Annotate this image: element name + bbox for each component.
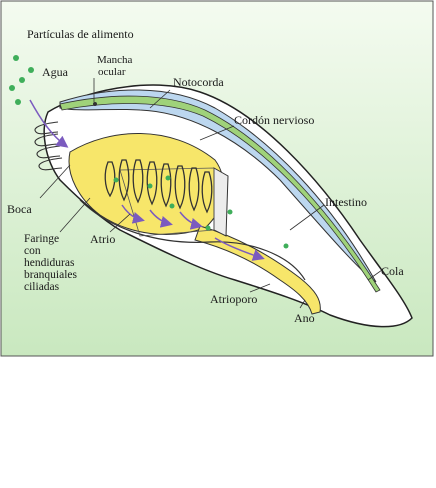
water-flow-arrows: [29, 99, 265, 261]
food-particle: [147, 183, 153, 189]
label-intestine: Intestino: [325, 195, 367, 209]
label-atriopore: Atrioporo: [210, 292, 257, 306]
gill-slit: [188, 167, 200, 212]
gill-slit: [174, 165, 186, 210]
label-nerve-cord: Cordón nervioso: [234, 113, 314, 127]
food-particle: [169, 203, 175, 209]
water-arrow: [149, 209, 173, 228]
label-pharynx-line1: Faringe: [24, 233, 59, 245]
food-particle: [13, 55, 19, 61]
gill-slit: [104, 161, 116, 198]
notochord-shape: [59, 89, 377, 283]
atrium-wall: [79, 199, 306, 281]
nerve-cord-shape: [59, 95, 381, 293]
leader-lines: [39, 78, 383, 309]
pharynx-shape: [68, 133, 225, 235]
food-particle: [283, 243, 289, 249]
water-arrow: [29, 99, 69, 148]
gill-slit: [132, 159, 144, 204]
food-particle: [227, 209, 233, 215]
label-eyespot-line2: ocular: [98, 66, 126, 78]
eyespot-mark: [93, 102, 97, 106]
label-pharynx-line2: con: [24, 245, 41, 257]
label-water: Agua: [42, 65, 69, 79]
gill-slits: [104, 159, 213, 214]
label-eyespot-line1: Mancha: [97, 54, 133, 66]
food-particle: [205, 225, 211, 231]
diagram-canvas: Partículas de alimento Agua Mancha ocula…: [0, 0, 434, 357]
label-mouth: Boca: [7, 202, 32, 216]
water-arrow: [121, 204, 145, 224]
food-particle: [15, 99, 21, 105]
water-arrow: [214, 237, 265, 261]
gill-slit: [118, 159, 130, 202]
atrium-front-plate: [213, 167, 229, 237]
label-tail: Cola: [381, 264, 404, 278]
gill-slit: [160, 163, 172, 208]
water-arrow: [179, 211, 203, 230]
label-pharynx-line3: hendiduras: [24, 257, 75, 269]
label-food-particles: Partículas de alimento: [27, 27, 134, 41]
food-particle: [19, 77, 25, 83]
food-particles: [9, 55, 289, 249]
food-particle: [165, 175, 171, 181]
label-notochord: Notocorda: [173, 75, 224, 89]
food-particle: [9, 85, 15, 91]
gill-slit: [146, 161, 158, 206]
label-pharynx-line4: branquiales: [24, 269, 78, 281]
food-particle: [113, 177, 119, 183]
label-anus: Ano: [294, 311, 315, 325]
gill-slit: [201, 171, 213, 214]
food-particle: [28, 67, 34, 73]
lancelet-anatomy-diagram: Partículas de alimento Agua Mancha ocula…: [0, 0, 434, 357]
label-atrium: Atrio: [90, 232, 115, 246]
label-pharynx-line5: ciliadas: [24, 281, 60, 293]
